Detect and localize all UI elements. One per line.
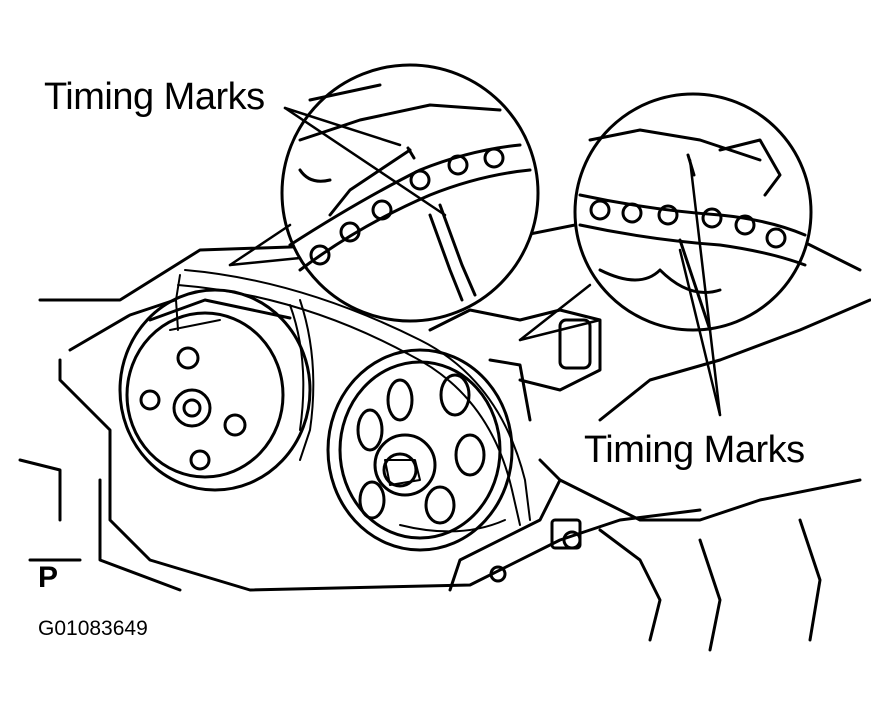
callout-leaders (228, 106, 722, 417)
timing-marks-label-top: Timing Marks (44, 76, 265, 118)
detail-view-right (573, 92, 813, 332)
figure-id-label: G01083649 (38, 617, 148, 640)
timing-marks-label-right: Timing Marks (584, 429, 805, 471)
view-code-label: P (38, 561, 59, 594)
exhaust-camshaft-sprocket (326, 348, 514, 552)
timing-chain (175, 269, 531, 533)
camshaft-bearing-cap (428, 308, 602, 422)
intake-camshaft-sprocket (118, 288, 312, 492)
